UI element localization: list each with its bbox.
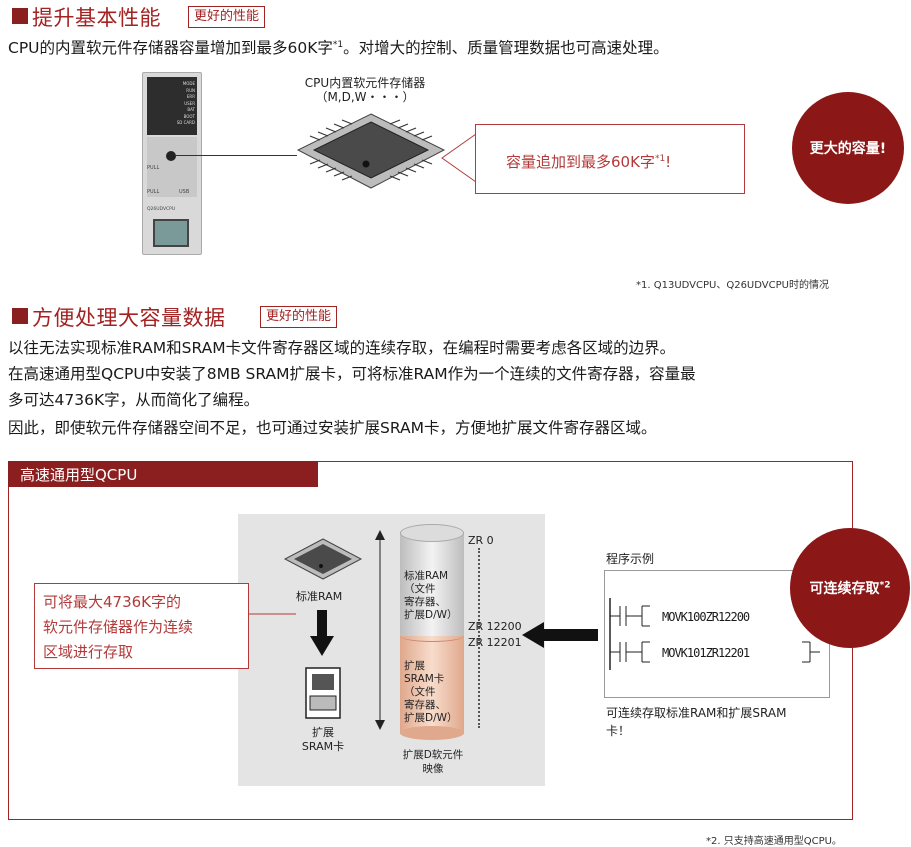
left-arrow-icon <box>522 622 598 648</box>
sram-card-icon <box>305 667 341 719</box>
footnote-1: *1. Q13UDVCPU、Q26UDVCPU时的情况 <box>636 280 829 291</box>
small-chip-icon <box>283 538 363 580</box>
section2-badge: 更好的性能 <box>260 306 338 328</box>
ladder-instruction: MOVK101ZR12201 <box>662 646 750 660</box>
cylinder-caption: 扩展D软元件 映像 <box>402 749 464 775</box>
capacity-callout: 容量追加到最多60K字*1! <box>475 124 745 194</box>
section1-title: 提升基本性能 <box>32 6 161 30</box>
left-callout-pointer <box>248 613 296 615</box>
zr-label: ZR 12200 <box>468 620 522 633</box>
cpu-module: MODE RUN ERR USER BAT BOOT SD CARD PULL … <box>142 72 202 255</box>
cpu-led-panel <box>147 77 197 135</box>
cylinder-sram <box>400 636 464 734</box>
cylinder-top-label: 标准RAM （文件 寄存器、 扩展D/W） <box>404 570 458 621</box>
continuous-access-bubble: 可连续存取*2 <box>790 528 910 648</box>
cylinder-bottom-label: 扩展 SRAM卡 （文件 寄存器、 扩展D/W） <box>404 660 458 724</box>
capacity-bubble: 更大的容量! <box>792 92 904 204</box>
range-arrow-icon <box>375 530 385 730</box>
cylinder-bottom <box>400 726 464 740</box>
memory-chip-icon <box>296 113 446 189</box>
cylinder-std-ram <box>400 532 464 636</box>
down-arrow-icon <box>310 610 334 656</box>
cpu-usb-label: USB <box>179 189 190 195</box>
section2-line: 以往无法实现标准RAM和SRAM卡文件寄存器区域的连续存取，在编程时需要考虑各区… <box>8 339 676 357</box>
section1-badge: 更好的性能 <box>188 6 266 28</box>
cpu-pull-label: PULL <box>147 165 160 171</box>
program-caption: 可连续存取标准RAM和扩展SRAM 卡！ <box>606 706 787 738</box>
std-ram-label: 标准RAM <box>296 590 343 603</box>
section2-line: 因此，即使软元件存储器空间不足，也可通过安装扩展SRAM卡，方便地扩展文件寄存器… <box>8 419 657 437</box>
section-marker <box>12 8 28 24</box>
section-marker <box>12 308 28 324</box>
chip-label: CPU内置软元件存储器 （M,D,W・・・） <box>304 76 426 104</box>
zr-label: ZR 12201 <box>468 636 522 649</box>
ladder-instruction: MOVK100ZR12200 <box>662 610 750 624</box>
cpu-card-slot <box>147 137 197 197</box>
cpu-dot-icon <box>166 151 176 161</box>
left-callout: 可将最大4736K字的 软元件存储器作为连续 区域进行存取 <box>34 583 249 669</box>
connector-line <box>175 155 297 156</box>
cpu-model-label: Q26UDVCPU <box>147 207 176 212</box>
callout-pointer <box>441 133 477 183</box>
qcpu-panel-header: 高速通用型QCPU <box>8 461 318 487</box>
ethernet-port-icon <box>153 219 189 247</box>
cpu-pull-label: PULL <box>147 189 160 195</box>
capacity-callout-text: 容量追加到最多60K字*1! <box>506 153 672 171</box>
zr-label: ZR 0 <box>468 534 494 547</box>
program-title: 程序示例 <box>606 552 655 566</box>
address-scale <box>478 548 480 728</box>
section2-line: 多可达4736K字，从而简化了编程。 <box>8 391 260 409</box>
cylinder-divider <box>400 630 464 642</box>
section2-line: 在高速通用型QCPU中安装了8MB SRAM扩展卡，可将标准RAM作为一个连续的… <box>8 365 696 383</box>
sram-card-label: 扩展 SRAM卡 <box>301 726 345 753</box>
cylinder-top <box>400 524 464 542</box>
section2-title: 方便处理大容量数据 <box>32 306 226 330</box>
section1-description: CPU的内置软元件存储器容量增加到最多60K字*1。对增大的控制、质量管理数据也… <box>8 39 669 57</box>
footnote-2: *2. 只支持高速通用型QCPU。 <box>706 836 842 847</box>
ladder-diagram <box>609 598 820 670</box>
cpu-led-labels: MODE RUN ERR USER BAT BOOT SD CARD <box>176 81 195 125</box>
